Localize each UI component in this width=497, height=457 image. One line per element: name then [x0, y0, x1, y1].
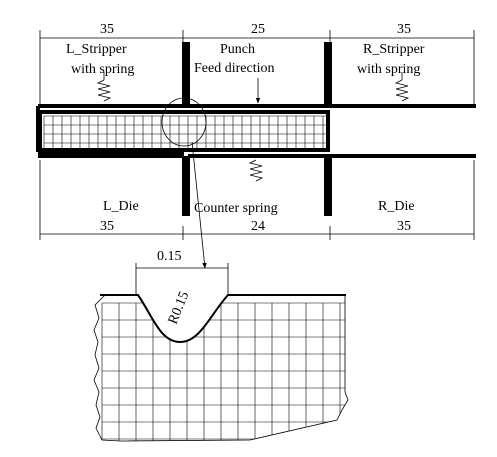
l-stripper-label: L_Stripper: [66, 42, 127, 57]
dim-top-middle: 25: [251, 22, 265, 37]
r-stripper-sub-label: with spring: [357, 62, 420, 77]
l-die-label: L_Die: [103, 199, 139, 214]
dim-bottom-right: 35: [397, 219, 411, 234]
dim-notch-width: 0.15: [157, 249, 182, 264]
dim-top-right: 35: [397, 22, 411, 37]
enlarged-detail: [93, 294, 349, 442]
workpiece-strip: [36, 106, 330, 154]
r-stripper-label: R_Stripper: [363, 42, 425, 57]
dim-top-left: 35: [100, 22, 114, 37]
counter-spring: [248, 159, 264, 182]
l-stripper-spring: [96, 79, 112, 102]
lower-plates: [38, 154, 476, 216]
punch-label: Punch: [220, 42, 255, 57]
r-stripper-spring: [394, 79, 410, 102]
feed-direction-label: Feed direction: [194, 61, 274, 76]
radius-label: R0.15: [166, 289, 193, 326]
dim-bottom-middle: 24: [251, 219, 265, 234]
bottom-dimension-line: [39, 160, 475, 240]
counter-spring-label: Counter spring: [194, 201, 278, 216]
upper-plates: [38, 42, 476, 108]
detail-circle: [161, 97, 207, 147]
notch-width-dimension: [135, 263, 229, 294]
r-die-label: R_Die: [378, 199, 415, 214]
detail-leader-arrow: [191, 141, 207, 269]
top-dimension-line: [39, 30, 475, 105]
l-stripper-sub-label: with spring: [71, 62, 134, 77]
dim-bottom-left: 35: [100, 219, 114, 234]
